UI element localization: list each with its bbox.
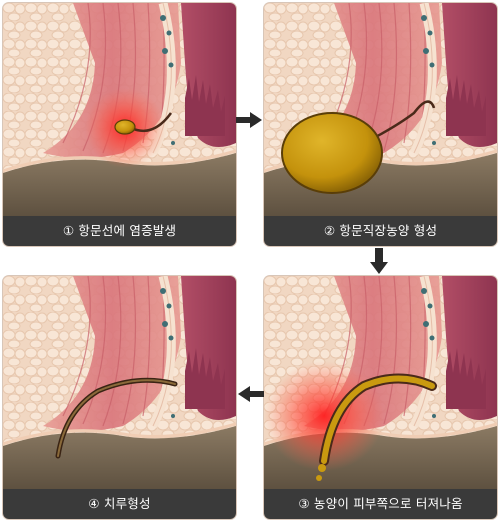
step-3-panel: ③ 농양이 피부쪽으로 터져나옴 bbox=[264, 276, 497, 519]
arrow-down-icon bbox=[370, 248, 388, 274]
anorectal-abscess-illustration bbox=[264, 3, 497, 246]
step-1-number: ① bbox=[62, 223, 75, 238]
step-1-caption: ① 항문선에 염증발생 bbox=[3, 216, 236, 246]
step-2-number: ② bbox=[323, 223, 336, 238]
step-4-text: 치루형성 bbox=[103, 496, 151, 511]
step-4-caption: ④ 치루형성 bbox=[3, 489, 236, 519]
step-3-text: 농양이 피부쪽으로 터져나옴 bbox=[313, 496, 463, 511]
step-4-number: ④ bbox=[88, 496, 100, 511]
anal-gland-inflammation-illustration bbox=[3, 3, 236, 246]
step-2-panel: ② 항문직장농양 형성 bbox=[264, 3, 497, 246]
step-2-text: 항문직장농양 형성 bbox=[339, 223, 438, 238]
step-2-caption: ② 항문직장농양 형성 bbox=[264, 216, 497, 246]
abscess-rupture-illustration bbox=[264, 276, 497, 519]
arrow-left-icon bbox=[238, 386, 264, 402]
fistula-formation-illustration bbox=[3, 276, 236, 519]
step-1-panel: ① 항문선에 염증발생 bbox=[3, 3, 236, 246]
step-3-caption: ③ 농양이 피부쪽으로 터져나옴 bbox=[264, 489, 497, 519]
step-3-number: ③ bbox=[298, 496, 310, 511]
step-4-panel: ④ 치루형성 bbox=[3, 276, 236, 519]
arrow-right-icon bbox=[236, 112, 262, 128]
step-1-text: 항문선에 염증발생 bbox=[78, 223, 177, 238]
